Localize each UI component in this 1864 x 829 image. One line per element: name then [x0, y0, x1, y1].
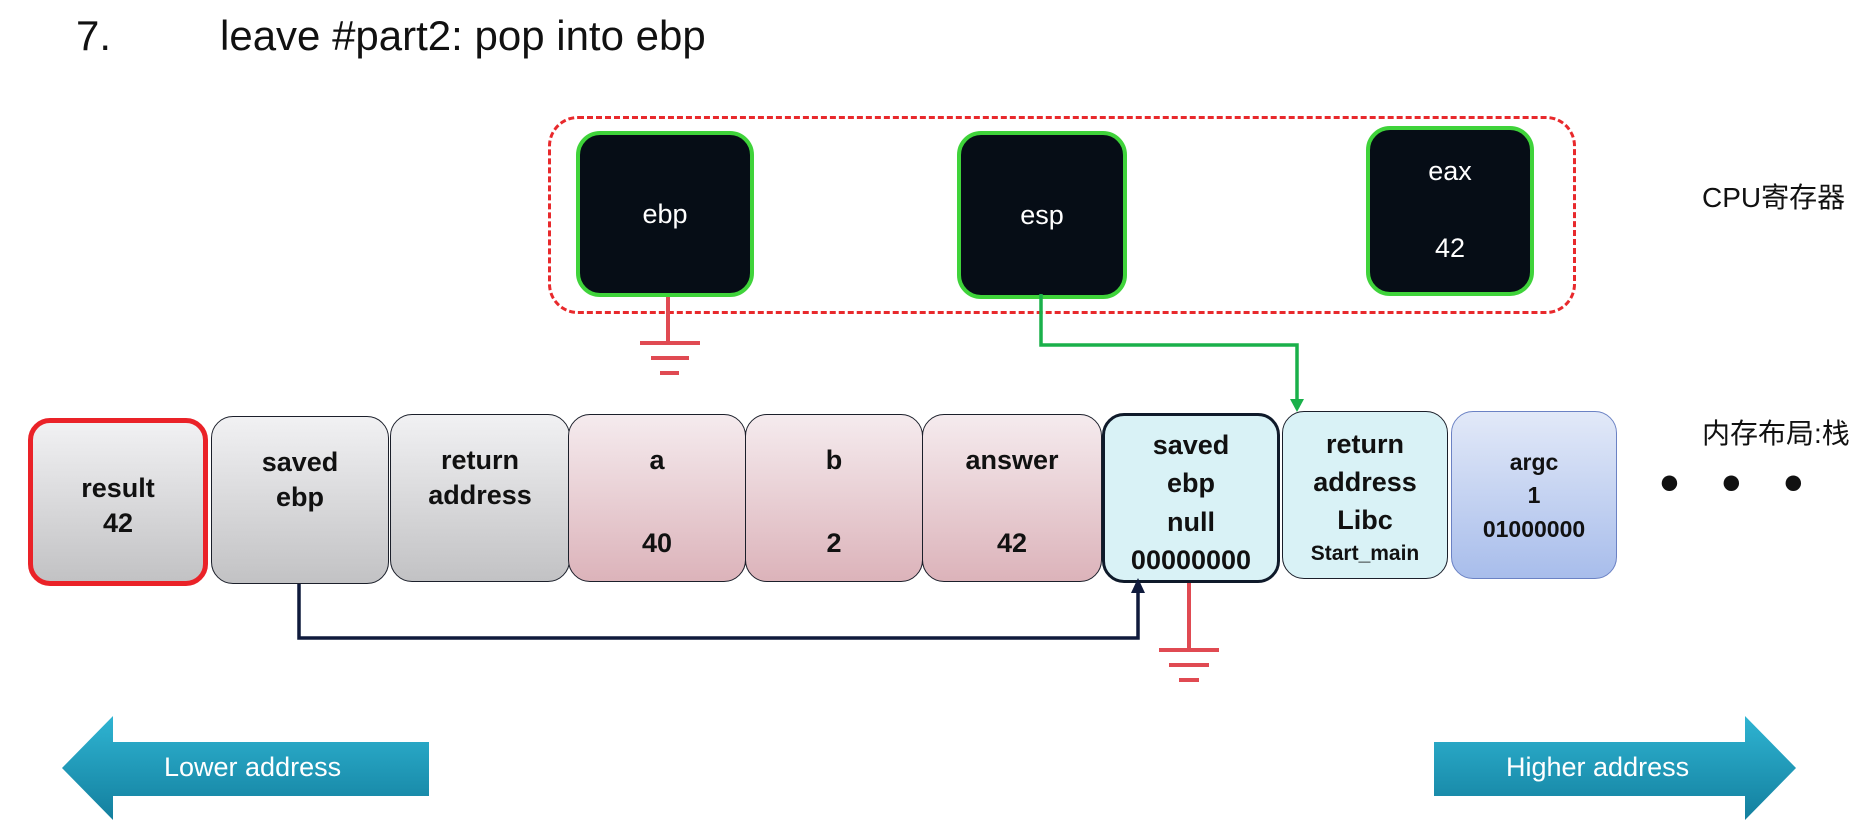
ebp-ground-icon	[640, 297, 700, 375]
stack-cell-argc: argc 1 01000000	[1451, 411, 1617, 579]
stack-cell-return-libc: return address Libc Start_main	[1282, 411, 1448, 579]
stack-cell-b-name: b	[825, 445, 843, 475]
stack-cell-result-value: 42	[102, 507, 134, 538]
register-ebp: ebp	[576, 131, 754, 297]
stack-cell-saved-ebp-line2: ebp	[275, 481, 324, 512]
stack-cell-b-value: 2	[826, 528, 842, 559]
stack-cell-result-label: result	[81, 473, 155, 503]
stack-cell-saved-ebp-main-line2: ebp	[1166, 468, 1215, 499]
stack-cell-saved-ebp: saved ebp	[211, 416, 389, 584]
register-ebp-label: ebp	[642, 198, 688, 229]
stack-cell-b: b 2	[745, 414, 923, 582]
slide-number: 7.	[76, 12, 112, 59]
slide-title: leave #part2: pop into ebp	[220, 12, 706, 59]
register-eax: eax 42	[1366, 126, 1534, 296]
register-esp-label: esp	[1020, 199, 1064, 230]
stack-cell-result: result 42	[28, 418, 208, 586]
stack-cell-argc-line1: argc	[1509, 449, 1559, 475]
stack-cell-saved-ebp-main-line3: null	[1167, 506, 1215, 537]
stack-cell-saved-ebp-main: saved ebp null 00000000	[1102, 413, 1280, 583]
null-ground-icon	[1159, 583, 1219, 682]
stack-cell-answer-name: answer	[965, 445, 1059, 475]
stack-cell-saved-ebp-main-line4: 00000000	[1130, 544, 1252, 575]
register-eax-value: 42	[1434, 233, 1466, 263]
esp-pointer-arrow	[1039, 294, 1299, 404]
esp-pointer-arrowhead	[1290, 399, 1304, 412]
stack-cell-a-value: 40	[641, 528, 673, 559]
stack-cell-argc-line2: 1	[1527, 482, 1541, 509]
cpu-register-group-frame	[548, 116, 1576, 314]
lower-address-label: Lower address	[164, 752, 342, 782]
ellipsis-dots: • • •	[1660, 453, 1817, 513]
stack-cell-return-address: return address	[390, 414, 570, 582]
saved-ebp-link-arrow	[297, 584, 1140, 640]
stack-cell-return-address-line1: return	[440, 445, 519, 475]
register-eax-label: eax	[1428, 156, 1472, 186]
stack-cell-a-name: a	[649, 445, 665, 475]
stack-cell-answer-value: 42	[996, 528, 1028, 559]
stack-cell-return-libc-line3: Libc	[1337, 504, 1393, 535]
lower-address-arrow	[62, 716, 429, 820]
stack-cell-return-libc-line2: address	[1313, 466, 1417, 497]
cpu-registers-label: CPU寄存器	[1702, 182, 1846, 213]
stack-cell-saved-ebp-main-line1: saved	[1152, 430, 1230, 460]
stack-cell-argc-line3: 01000000	[1482, 515, 1586, 542]
memory-layout-label: 内存布局:栈	[1702, 418, 1850, 449]
stack-cell-return-libc-line4: Start_main	[1310, 542, 1420, 566]
stack-cell-saved-ebp-line1: saved	[261, 447, 339, 477]
stack-cell-return-libc-line1: return	[1325, 429, 1404, 459]
stack-cell-return-address-line2: address	[428, 479, 532, 510]
stack-cell-a: a 40	[568, 414, 746, 582]
stack-cell-answer: answer 42	[922, 414, 1102, 582]
higher-address-label: Higher address	[1506, 752, 1690, 782]
saved-ebp-link-arrowhead	[1131, 578, 1145, 593]
register-esp: esp	[957, 131, 1127, 299]
higher-address-arrow	[1434, 716, 1796, 820]
